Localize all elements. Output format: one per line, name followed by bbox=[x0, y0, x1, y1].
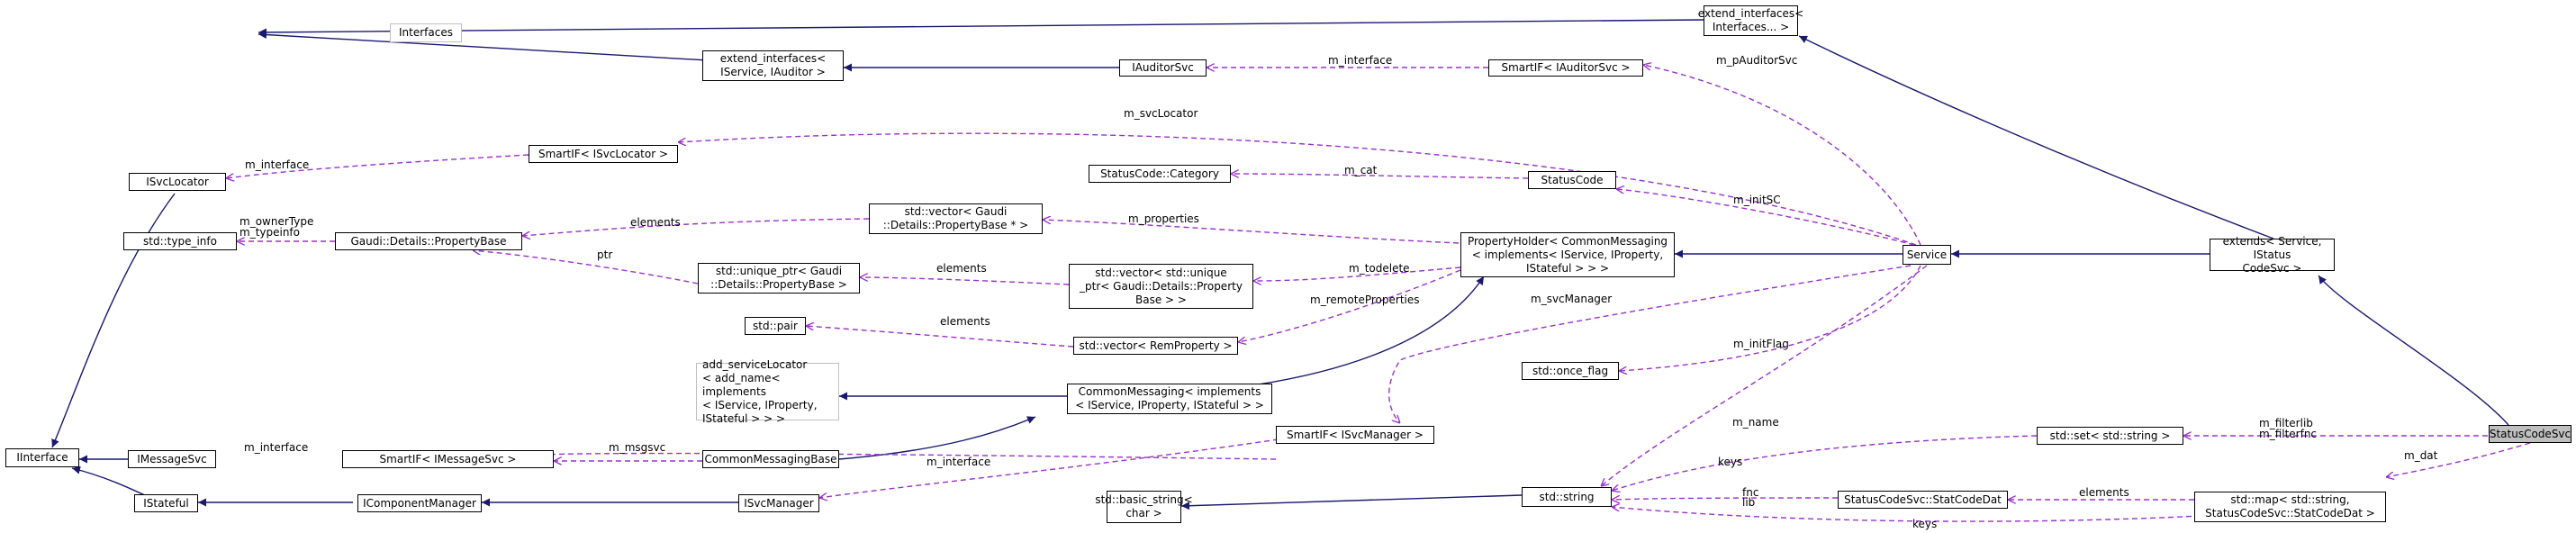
edge-elements-propertybase bbox=[522, 218, 870, 236]
node-statuscode-category[interactable]: StatusCode::Category bbox=[1089, 165, 1231, 183]
node-commonmessagingbase[interactable]: CommonMessagingBase bbox=[702, 450, 839, 468]
node-extend-interfaces-var[interactable]: extend_interfaces< Interfaces... > bbox=[1698, 5, 1803, 36]
edge-labels: m_interface m_pAuditorSvc m_svcLocator m… bbox=[240, 54, 2438, 530]
label-m-todelete: m_todelete bbox=[1349, 262, 1410, 275]
node-std-type-info[interactable]: std::type_info bbox=[123, 232, 237, 250]
node-std-set-string[interactable]: std::set< std::string > bbox=[2037, 427, 2183, 445]
edge-m-dat bbox=[2386, 442, 2531, 477]
edge-m-properties bbox=[1043, 220, 1460, 244]
node-add-servicelocator[interactable]: add_serviceLocator < add_name< implement… bbox=[696, 358, 839, 425]
node-iauditorsvc[interactable]: IAuditorSvc bbox=[1119, 59, 1207, 77]
node-std-map[interactable]: std::map< std::string, StatusCodeSvc::St… bbox=[2194, 492, 2386, 522]
label-m-interface-svcmgr: m_interface bbox=[926, 456, 990, 468]
label-m-remoteproperties: m_remoteProperties bbox=[1310, 294, 1420, 306]
edge-m-interface-msgsvc bbox=[523, 452, 1277, 459]
label-m-initflag: m_initFlag bbox=[1733, 338, 1789, 350]
label-m-typeinfo: m_typeinfo bbox=[240, 226, 300, 239]
node-smartif-isvclocator[interactable]: SmartIF< ISvcLocator > bbox=[529, 145, 678, 163]
node-propertyholder[interactable]: PropertyHolder< CommonMessaging < implem… bbox=[1460, 232, 1675, 277]
label-m-cat: m_cat bbox=[1344, 164, 1378, 176]
edge-m-pauditorsvc bbox=[1643, 65, 1921, 246]
label-m-properties: m_properties bbox=[1128, 212, 1199, 225]
node-isvcmanager[interactable]: ISvcManager bbox=[738, 494, 819, 512]
edge-keys-set bbox=[1612, 435, 2038, 491]
node-unique-ptr-propertybase[interactable]: std::unique_ptr< Gaudi ::Details::Proper… bbox=[698, 263, 860, 294]
edge-extend-interfaces-var-to-interfaces bbox=[258, 19, 1704, 37]
label-m-interface-locator: m_interface bbox=[245, 158, 309, 171]
label-m-msgsvc: m_msgsvc bbox=[609, 441, 665, 454]
edge-keys-map bbox=[1612, 507, 2201, 522]
edge-std-string-to-basic-string bbox=[1180, 494, 1523, 510]
node-std-once-flag[interactable]: std::once_flag bbox=[1522, 362, 1619, 380]
node-extend-interfaces-auditor[interactable]: extend_interfaces< IService, IAuditor > bbox=[702, 50, 844, 81]
node-vector-unique-ptr[interactable]: std::vector< std::unique _ptr< Gaudi::De… bbox=[1069, 264, 1253, 309]
edge-elements-unique bbox=[860, 277, 1070, 285]
node-gaudi-propertybase[interactable]: Gaudi::Details::PropertyBase bbox=[335, 232, 522, 250]
label-m-svclocator: m_svcLocator bbox=[1124, 107, 1198, 120]
node-commonmessaging[interactable]: CommonMessaging< implements < IService, … bbox=[1067, 384, 1272, 414]
label-m-filterfnc: m_filterfnc bbox=[2259, 428, 2317, 440]
node-vector-remproperty[interactable]: std::vector< RemProperty > bbox=[1073, 337, 1238, 355]
edge-elements-pair bbox=[806, 326, 1074, 348]
label-fnc: fnc bbox=[1742, 486, 1758, 499]
node-smartif-isvcmanager[interactable]: SmartIF< ISvcManager > bbox=[1276, 426, 1434, 444]
node-std-basic-string[interactable]: std::basic_string< char > bbox=[1095, 491, 1193, 523]
label-elements-statcode: elements bbox=[2079, 486, 2129, 499]
label-keys-set: keys bbox=[1718, 456, 1742, 468]
node-isvclocator[interactable]: ISvcLocator bbox=[129, 173, 226, 191]
edge-fnc-lib bbox=[1612, 498, 1839, 500]
node-statuscodesvc[interactable]: StatusCodeSvc bbox=[2489, 425, 2571, 443]
node-interfaces[interactable]: Interfaces bbox=[390, 23, 462, 42]
inheritance-edges bbox=[51, 19, 2509, 510]
node-icomponentmanager[interactable]: IComponentManager bbox=[357, 494, 482, 512]
edge-extends-service-to-extend-var bbox=[1798, 35, 2274, 239]
node-vector-propertybase-ptr[interactable]: std::vector< Gaudi ::Details::PropertyBa… bbox=[869, 203, 1043, 234]
edge-m-todelete bbox=[1253, 266, 1461, 281]
node-smartif-imessagesvc[interactable]: SmartIF< IMessageSvc > bbox=[342, 450, 554, 468]
edge-statuscodesvc-to-extends-service bbox=[2318, 275, 2509, 426]
node-imessagesvc[interactable]: IMessageSvc bbox=[128, 450, 216, 468]
edge-m-interface-svcmgr bbox=[819, 438, 1279, 498]
label-m-pauditorsvc: m_pAuditorSvc bbox=[1716, 54, 1797, 67]
node-service[interactable]: Service bbox=[1903, 245, 1951, 265]
edge-m-initflag bbox=[1619, 265, 1921, 371]
node-statcodedat[interactable]: StatusCodeSvc::StatCodeDat bbox=[1838, 491, 2008, 509]
node-smartif-iauditorsvc[interactable]: SmartIF< IAuditorSvc > bbox=[1488, 59, 1643, 77]
label-m-filterlib: m_filterlib bbox=[2259, 417, 2313, 429]
edge-m-cat bbox=[1231, 174, 1529, 179]
edge-extend-auditor-to-interfaces bbox=[258, 31, 786, 66]
label-elements-pair: elements bbox=[940, 315, 990, 328]
node-statuscode[interactable]: StatusCode bbox=[1528, 171, 1616, 189]
edge-isvclocator-to-iinterface bbox=[51, 193, 176, 448]
node-std-string[interactable]: std::string bbox=[1522, 487, 1612, 507]
edge-m-interface-locator bbox=[226, 154, 529, 178]
label-m-initsc: m_initSC bbox=[1733, 194, 1781, 206]
label-m-name: m_name bbox=[1732, 416, 1779, 429]
label-keys-map: keys bbox=[1912, 518, 1937, 530]
label-m-interface-auditor: m_interface bbox=[1328, 54, 1392, 67]
label-m-dat: m_dat bbox=[2404, 449, 2438, 462]
edge-m-name bbox=[1601, 265, 1928, 486]
label-lib: lib bbox=[1742, 496, 1755, 509]
usage-edges bbox=[226, 65, 2531, 522]
edge-m-svclocator bbox=[678, 132, 1917, 246]
node-std-pair[interactable]: std::pair bbox=[745, 317, 806, 335]
label-m-svcmanager: m_svcManager bbox=[1531, 293, 1612, 305]
label-elements-propertybase: elements bbox=[630, 216, 681, 229]
edge-m-remoteproperties bbox=[1238, 269, 1461, 342]
label-elements-unique: elements bbox=[936, 262, 987, 275]
edge-m-initsc bbox=[1616, 189, 1915, 246]
edge-ptr bbox=[473, 250, 699, 285]
label-m-ownertype: m_ownerType bbox=[240, 215, 313, 228]
edge-commonmessagingbase-to-commonmessaging bbox=[838, 416, 1036, 460]
edge-m-svcmanager bbox=[1388, 265, 1912, 423]
node-iinterface[interactable]: IInterface bbox=[5, 448, 79, 467]
label-ptr: ptr bbox=[597, 248, 612, 261]
node-extends-service[interactable]: extends< Service, IStatus CodeSvc > bbox=[2210, 235, 2335, 275]
node-istateful[interactable]: IStateful bbox=[134, 494, 198, 512]
label-m-interface-msgsvc: m_interface bbox=[244, 441, 308, 454]
